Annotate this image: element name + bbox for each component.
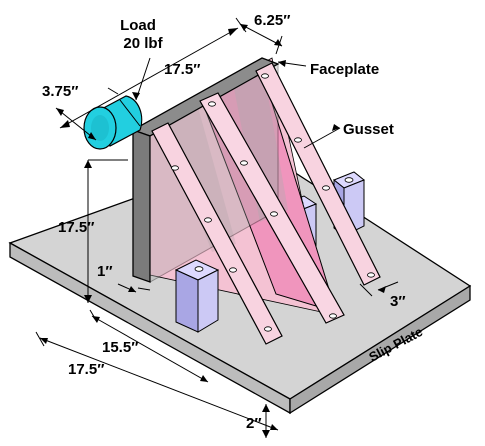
dim-base-inner: 15.5″ xyxy=(102,339,138,356)
faceplate xyxy=(131,57,280,283)
dim-load-width: 3.75″ xyxy=(42,83,78,100)
faceplate-label: Faceplate xyxy=(310,61,379,78)
dim-faceplate-thickness: 1″ xyxy=(97,263,113,280)
dim-plate-thickness: 2″ xyxy=(246,415,262,432)
dim-top-width: 6.25″ xyxy=(254,12,290,29)
dim-top-length: 17.5″ xyxy=(164,61,200,78)
load-label: Load xyxy=(120,17,156,34)
gusset-bar-right xyxy=(255,62,381,286)
gusset-label: Gusset xyxy=(343,121,394,138)
dim-base-outer: 17.5″ xyxy=(68,361,104,378)
load-value: 20 lbf xyxy=(123,35,163,52)
dim-height: 17.5″ xyxy=(58,219,94,236)
gusset-bar-left xyxy=(151,122,283,345)
block-front xyxy=(174,259,220,333)
gusset-bar-middle xyxy=(199,92,345,324)
dim-gusset-thickness: 3″ xyxy=(390,293,406,310)
arrowheads xyxy=(40,24,386,438)
load-cylinder xyxy=(83,95,143,150)
